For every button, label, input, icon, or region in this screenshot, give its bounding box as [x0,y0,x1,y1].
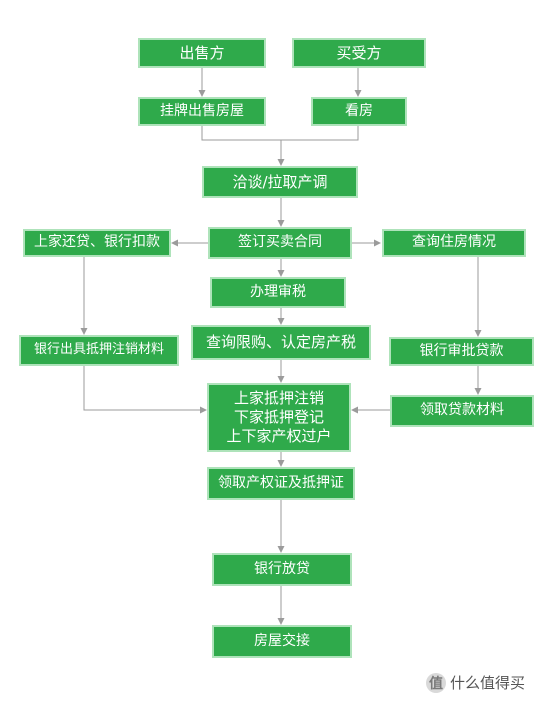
node-buyer: 买受方 [292,38,426,68]
watermark: 值 什么值得买 [426,672,525,693]
node-loan-approval: 银行审批贷款 [389,337,534,366]
node-bank-docs: 银行出具抵押注销材料 [19,335,179,366]
node-check-limit: 查询限购、认定房产税 [191,325,371,360]
connector-bankdocs-registration [83,366,207,414]
node-disbursement: 银行放贷 [212,553,352,586]
registration-line-3: 上下家产权过户 [226,426,332,445]
watermark-logo-icon: 值 [426,672,446,693]
node-certificates: 领取产权证及抵押证 [207,467,355,500]
node-seller: 出售方 [138,38,266,68]
registration-line-1: 上家抵押注销 [233,389,324,408]
node-tax: 办理审税 [210,277,346,308]
connector-listing-merge [201,126,281,141]
node-repay: 上家还贷、银行扣款 [23,229,171,257]
node-sign: 签订买卖合同 [208,227,352,259]
node-negotiate: 洽谈/拉取产调 [202,166,358,198]
node-registration: 上家抵押注销 下家抵押登记 上下家产权过户 [207,383,351,452]
node-loan-docs: 领取贷款材料 [390,395,534,427]
watermark-text: 什么值得买 [450,674,526,692]
connector-viewing-merge [281,126,359,141]
registration-line-2: 下家抵押登记 [233,408,324,427]
node-viewing: 看房 [311,97,407,126]
node-handover: 房屋交接 [212,625,352,658]
node-listing: 挂牌出售房屋 [138,97,266,126]
node-check-housing: 查询住房情况 [382,229,526,257]
